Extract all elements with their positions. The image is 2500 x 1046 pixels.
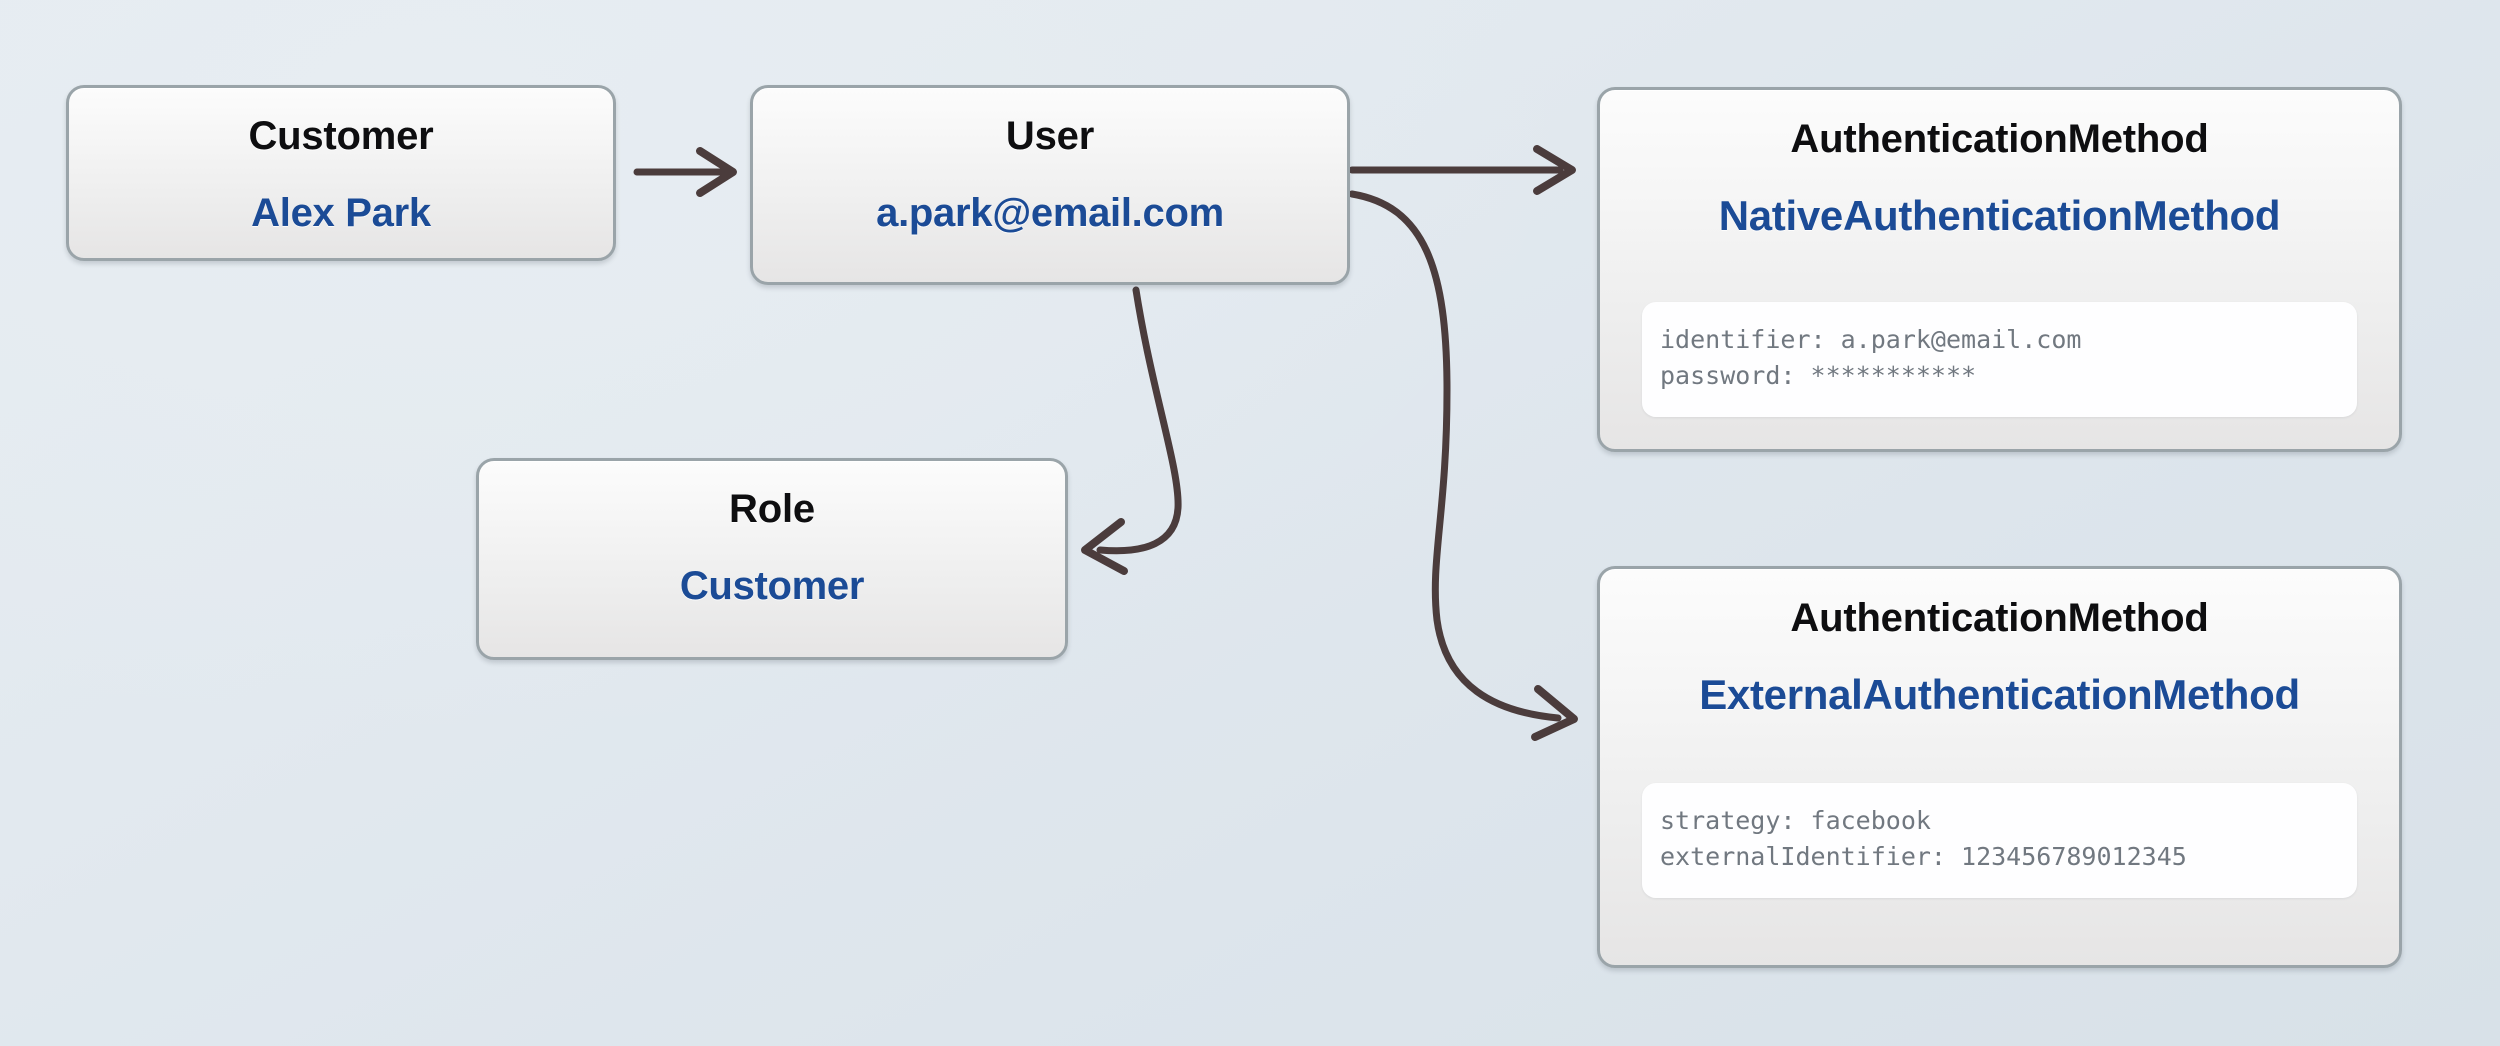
property-line: identifier: a.park@email.com xyxy=(1660,325,2082,354)
node-external-auth-properties: strategy: facebook externalIdentifier: 1… xyxy=(1642,783,2357,898)
edge-user-to-role xyxy=(1081,286,1182,575)
node-user-type: User xyxy=(1005,114,1095,158)
node-role[interactable]: Role Customer xyxy=(476,458,1068,660)
node-external-auth-value: ExternalAuthenticationMethod xyxy=(1699,671,2300,718)
property-line: password: *********** xyxy=(1660,361,1977,391)
node-native-auth-value: NativeAuthenticationMethod xyxy=(1718,192,2281,239)
node-external-auth[interactable]: AuthenticationMethod ExternalAuthenticat… xyxy=(1597,566,2402,968)
node-native-auth-properties: identifier: a.park@email.com password: *… xyxy=(1642,302,2357,417)
node-user-value: a.park@email.com xyxy=(876,191,1224,235)
node-native-auth-type: AuthenticationMethod xyxy=(1790,117,2209,161)
node-customer[interactable]: Customer Alex Park xyxy=(66,85,616,261)
node-role-type: Role xyxy=(729,487,815,531)
node-native-auth[interactable]: AuthenticationMethod NativeAuthenticatio… xyxy=(1597,87,2402,452)
node-external-auth-type: AuthenticationMethod xyxy=(1790,596,2209,640)
node-customer-type: Customer xyxy=(248,114,434,158)
node-role-value: Customer xyxy=(679,564,865,608)
node-customer-value: Alex Park xyxy=(251,191,431,235)
node-user[interactable]: User a.park@email.com xyxy=(750,85,1350,285)
edge-customer-to-user xyxy=(633,147,737,197)
property-line: strategy: facebook xyxy=(1660,806,1931,835)
property-line: externalIdentifier: 123456789012345 xyxy=(1660,842,2187,872)
edge-user-to-external-auth xyxy=(1348,190,1578,741)
edge-user-to-native-auth xyxy=(1348,145,1576,195)
